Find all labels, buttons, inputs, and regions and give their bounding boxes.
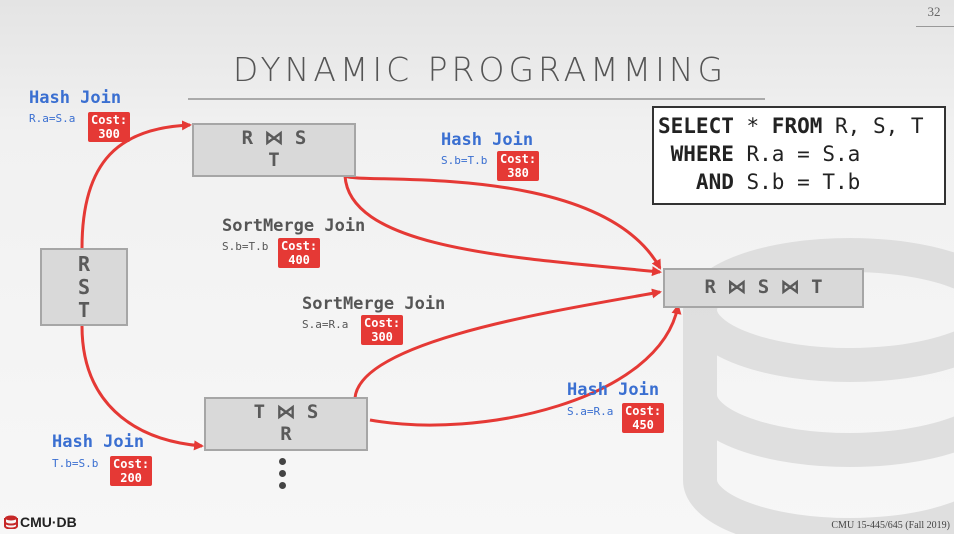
edge-label-pred: S.b=T.b — [441, 154, 488, 167]
page-number-rule — [916, 26, 954, 27]
edge-rst-hash-to-final — [344, 174, 662, 270]
edge-label-pred: R.a=S.a — [29, 112, 76, 125]
node-start-rst: R S T — [40, 248, 128, 326]
edge-tsr-hash-to-final — [369, 304, 682, 427]
edge-label-name: Hash Join — [29, 88, 122, 108]
edge-label-name: SortMerge Join — [222, 216, 366, 236]
node-rs-label: R ⋈ S — [241, 127, 307, 150]
sql-line-2: WHERE R.a = S.a — [658, 142, 861, 166]
edge-label-pred: S.b=T.b — [222, 240, 269, 253]
node-start-label-r: R — [77, 251, 91, 276]
edge-label-name: SortMerge Join — [302, 294, 446, 314]
page-number: 32 — [927, 4, 941, 19]
node-ts-join-r: T ⋈ S R — [204, 397, 368, 451]
node-final-label: R ⋈ S ⋈ T — [704, 276, 823, 299]
node-t-label: T — [268, 149, 280, 171]
edge-label-pred: S.a=R.a — [302, 318, 349, 331]
edge-label-pred: S.a=R.a — [567, 405, 614, 418]
course-footer: CMU 15-445/645 (Fall 2019) — [831, 520, 950, 531]
cost-badge: Cost:200 — [110, 456, 153, 486]
database-watermark-icon — [683, 238, 954, 534]
ellipsis-dot — [279, 482, 286, 489]
cost-badge: Cost:300 — [88, 112, 131, 142]
cmu-db-logo: CMU·DB — [4, 514, 77, 530]
sql-query-box: SELECT * FROM R, S, T WHERE R.a = S.a AN… — [652, 106, 946, 205]
edge-rst-to-rst-hash — [80, 120, 192, 249]
cost-badge: Cost:400 — [278, 238, 321, 268]
edge-rst-to-tsr-hash — [80, 325, 204, 451]
node-ts-label: T ⋈ S — [253, 401, 319, 424]
cost-badge: Cost:380 — [497, 151, 540, 181]
database-logo-icon — [4, 515, 18, 529]
node-r-label: R — [280, 423, 292, 445]
ellipsis-dot — [279, 458, 286, 465]
cost-badge: Cost:300 — [361, 315, 404, 345]
edge-label-name: Hash Join — [52, 432, 145, 452]
title-rule — [188, 98, 765, 100]
edge-label-name: Hash Join — [567, 380, 660, 400]
node-final-rst: R ⋈ S ⋈ T — [663, 268, 864, 308]
edge-label-name: Hash Join — [441, 130, 534, 150]
node-start-label-t: T — [77, 297, 91, 322]
edge-label-pred: T.b=S.b — [52, 457, 99, 470]
node-rs-join-t: R ⋈ S T — [192, 123, 356, 177]
cost-badge: Cost:450 — [622, 403, 665, 433]
ellipsis-dot — [279, 470, 286, 477]
slide-title: DYNAMIC PROGRAMMING — [232, 50, 728, 89]
sql-line-3: AND S.b = T.b — [658, 170, 861, 194]
edge-tsr-sortmerge-to-final — [353, 288, 662, 399]
node-start-label-s: S — [77, 274, 91, 299]
sql-line-1: SELECT * FROM R, S, T — [658, 114, 924, 138]
edge-rst-sortmerge-to-final — [343, 175, 662, 277]
